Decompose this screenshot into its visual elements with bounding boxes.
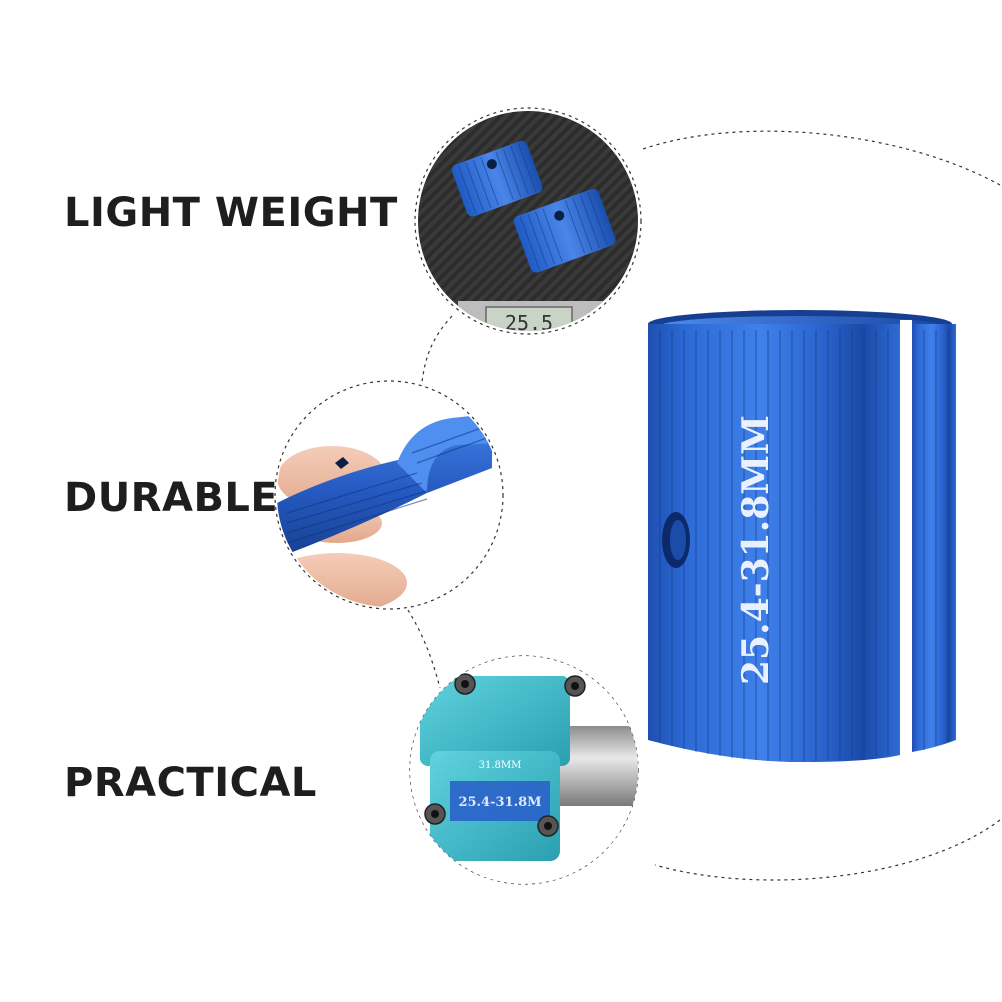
practical-photo: 31.8MM 25.4-31.8M <box>410 656 638 884</box>
light-weight-photo: 25.5 <box>418 111 638 331</box>
stem-marking-front: 25.4-31.8M <box>458 795 541 810</box>
feature-label-light-weight: LIGHT WEIGHT <box>64 190 398 236</box>
feature-label-practical: PRACTICAL <box>64 760 317 806</box>
size-marking: 25.4-31.8MM <box>735 415 777 685</box>
stem-marking-top: 31.8MM <box>479 760 522 771</box>
durable-photo <box>277 383 501 607</box>
scale-display: 25.5 <box>505 311 553 331</box>
main-shim-image: 25.4-31.8MM <box>648 310 956 762</box>
feature-label-durable: DURABLE <box>64 475 279 521</box>
